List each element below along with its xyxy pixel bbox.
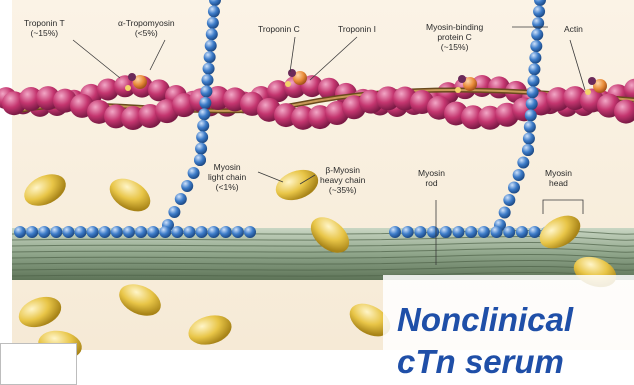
mybpc-bead (197, 120, 209, 132)
mybpc-bead (513, 169, 525, 181)
mybpc-bead (402, 226, 414, 238)
mybpc-bead (527, 86, 539, 98)
tropomyosin-label: α-Tropomyosin(<5%) (118, 18, 175, 38)
troponin-i-bead (588, 77, 596, 85)
mybpc-bead (99, 226, 111, 238)
mybpc-bead (147, 226, 159, 238)
mybpc-bead (198, 108, 210, 120)
mybpc-bead (196, 226, 208, 238)
mybpc-bead (508, 182, 520, 194)
mybpc-bead (199, 97, 211, 109)
mybpc-bead (204, 51, 216, 63)
mybpc-bead (14, 226, 26, 238)
mybpc-bead (503, 226, 515, 238)
mybpc-bead (522, 144, 534, 156)
mybpc-bead (524, 121, 536, 133)
overlay-title-line-1: Nonclinical (397, 301, 573, 339)
mybpc-bead (529, 226, 541, 238)
mybpc-bead (206, 28, 218, 40)
mybpc-bead (168, 206, 180, 218)
title-overlay-box: Nonclinical cTn serum (383, 275, 634, 375)
mybpc-bead (478, 226, 490, 238)
mybpc-bead (181, 180, 193, 192)
mybpc-bead (188, 167, 200, 179)
mybpc-bead (38, 226, 50, 238)
mybpc-bead (440, 226, 452, 238)
mybpc-bead (531, 29, 543, 41)
mybpc-bead (196, 131, 208, 143)
overlay-title-line-2: cTn serum (397, 343, 564, 375)
mybpc-bead (528, 63, 540, 75)
mybpc-bead (499, 207, 511, 219)
myosin-rod-label: Myosinrod (418, 168, 445, 188)
mybpc-bead (123, 226, 135, 238)
mybpc-bead (533, 6, 545, 18)
mybpc-bead (208, 5, 220, 17)
mybpc-bead (159, 226, 171, 238)
mybpc-bead (111, 226, 123, 238)
troponin-t-label: Troponin T(~15%) (24, 18, 65, 38)
mybpc-bead (529, 52, 541, 64)
actin-label: Actin (564, 24, 583, 34)
mybpc-bead (208, 226, 220, 238)
troponin-i-bead (458, 75, 466, 83)
troponin-i-bead (288, 69, 296, 77)
mybpc-bead (232, 226, 244, 238)
mybpc-bead (389, 226, 401, 238)
mybpc-bead (50, 226, 62, 238)
mybpc-bead (171, 226, 183, 238)
mybpc-bead (205, 40, 217, 52)
mybpc-bead (452, 226, 464, 238)
mybpc-bead (523, 132, 535, 144)
mybpc-bead (135, 226, 147, 238)
mybpc-bead (414, 226, 426, 238)
mybpc-bead (526, 98, 538, 110)
mybpc-bead (195, 143, 207, 155)
mybpc-bead (194, 154, 206, 166)
mybpc-bead (465, 226, 477, 238)
troponin-t-bead (455, 87, 461, 93)
mybpc-bead (207, 17, 219, 29)
mybpc-bead (62, 226, 74, 238)
mybpc-bead (525, 109, 537, 121)
mybpc-bead (203, 63, 215, 75)
troponin-c-label: Troponin C (258, 24, 300, 34)
mybpc-bead (220, 226, 232, 238)
mybpc-bead (75, 226, 87, 238)
mybpc-bead (517, 157, 529, 169)
mybpc-bead (491, 226, 503, 238)
mybpc-bead (175, 193, 187, 205)
mybpc-bead (202, 74, 214, 86)
troponin-i-label: Troponin I (338, 24, 376, 34)
mybpc-bead (87, 226, 99, 238)
troponin-i-bead (128, 73, 136, 81)
mybpc-bead (26, 226, 38, 238)
corner-frame (0, 343, 77, 385)
sarcomere-diagram: Troponin T(~15%) α-Tropomyosin(<5%) Trop… (0, 0, 634, 375)
mybpc-bead (530, 40, 542, 52)
mybpc-bead (244, 226, 256, 238)
mybpc-bead (183, 226, 195, 238)
troponin-t-bead (285, 81, 291, 87)
mybpc-bead (503, 194, 515, 206)
troponin-t-bead (585, 89, 591, 95)
mybpc-bead (528, 75, 540, 87)
mybpc-bead (200, 85, 212, 97)
troponin-t-bead (125, 85, 131, 91)
mybpc-bead (427, 226, 439, 238)
mybpc-bead (516, 226, 528, 238)
